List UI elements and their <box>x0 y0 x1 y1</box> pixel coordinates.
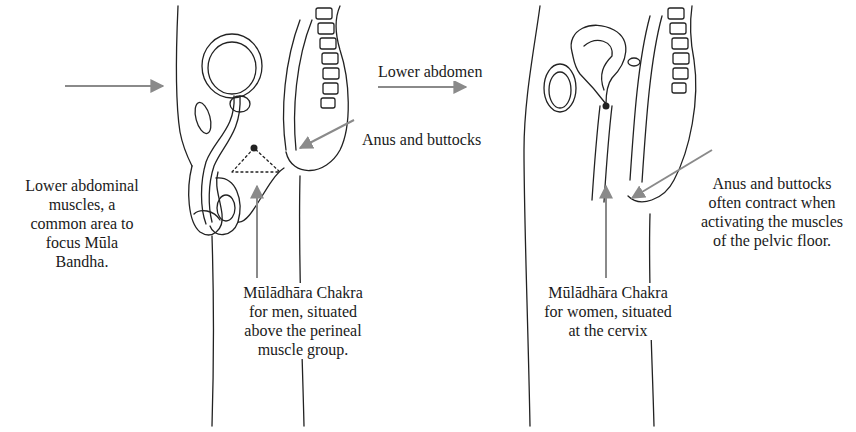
female-section <box>524 6 696 426</box>
bladder-inner <box>549 72 571 108</box>
leader-arrow <box>605 186 607 278</box>
leader-arrow <box>65 85 163 87</box>
scrotum-outline <box>210 178 240 235</box>
bladder <box>544 64 576 112</box>
spine <box>316 8 339 108</box>
front-leg-outline <box>212 236 214 426</box>
uterus <box>571 25 626 104</box>
callout-label: Mūlādhāra Chakra for men, situated above… <box>236 283 370 359</box>
rectum-wall <box>284 20 300 150</box>
leader-arrow <box>300 120 354 148</box>
vagina-wall <box>592 106 600 200</box>
pubic-bone <box>192 101 214 136</box>
prostate <box>230 96 250 112</box>
rectum-wall <box>295 20 312 150</box>
callout-label: Anus and buttocks often contract when ac… <box>694 174 850 250</box>
callout-label: Lower abdominal muscles, a common area t… <box>17 176 147 271</box>
perineal-triangle <box>232 148 280 172</box>
chakra-point <box>251 145 258 152</box>
perineum-line <box>238 168 284 222</box>
ovary <box>628 58 640 66</box>
front-outline <box>524 6 540 426</box>
rectum-wall <box>630 16 650 180</box>
callout-label: Anus and buttocks <box>360 130 483 149</box>
callout-label: Lower abdomen <box>376 62 484 81</box>
callout-label: Mūlādhāra Chakra for women, situated at … <box>538 283 678 340</box>
uterus-cavity <box>584 41 612 90</box>
testis <box>217 195 235 221</box>
bladder <box>202 34 262 98</box>
leader-arrow <box>256 186 258 278</box>
abdomen-outline <box>176 6 192 166</box>
buttock-outline <box>628 6 696 202</box>
rectum-wall <box>642 16 662 182</box>
penis-outline <box>189 166 222 235</box>
bladder-inner <box>208 42 256 94</box>
spine <box>668 8 689 93</box>
leader-arrow <box>378 86 466 88</box>
chakra-point <box>603 103 610 110</box>
leader-arrows <box>65 86 712 278</box>
glans-line <box>194 211 220 220</box>
buttock-outline <box>286 6 348 171</box>
male-section <box>176 6 348 426</box>
urethra-line <box>209 96 240 222</box>
urethra-line <box>202 96 235 224</box>
